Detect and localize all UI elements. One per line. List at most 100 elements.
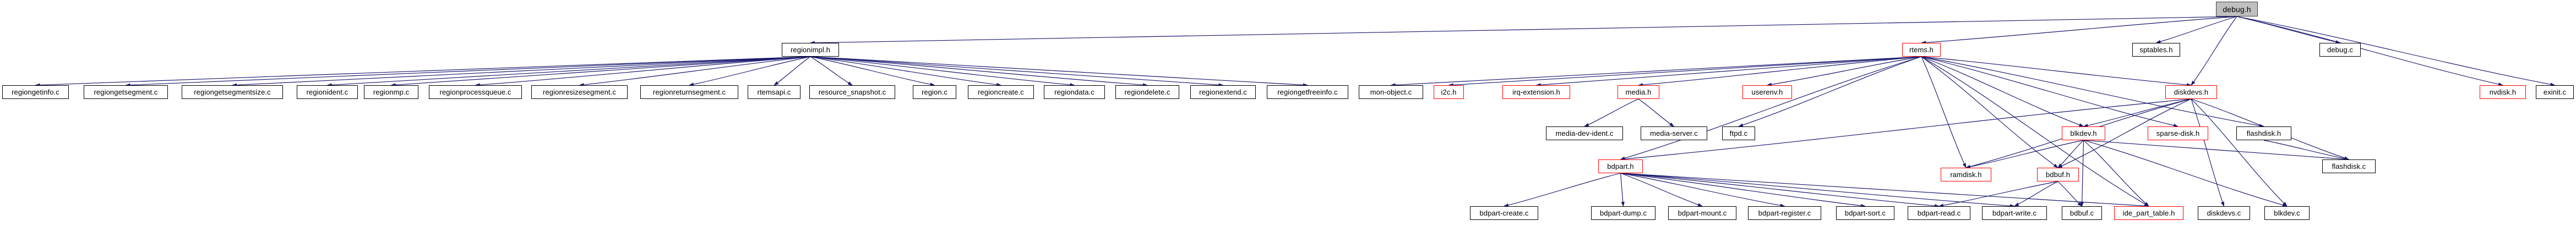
graph-edge (390, 56, 811, 87)
graph-edge (2191, 98, 2225, 207)
graph-node-label: userenv.h (1751, 88, 1783, 96)
graph-node-bdpart-h[interactable]: bdpart.h (1598, 159, 1643, 173)
graph-node-blkdev-c[interactable]: blkdev.c (2264, 206, 2310, 220)
graph-node-regiongetinfo-c[interactable]: regiongetinfo.c (2, 85, 69, 99)
graph-node-regionmp-c[interactable]: regionmp.c (364, 85, 418, 99)
graph-node-diskdevs-h[interactable]: diskdevs.h (2165, 85, 2217, 99)
graph-node-flashdisk-c[interactable]: flashdisk.c (2322, 159, 2376, 173)
graph-node-nvdisk-h[interactable]: nvdisk.h (2480, 85, 2526, 99)
graph-node-label: debug.c (2327, 46, 2353, 54)
graph-node-label: regiongetfreeinfo.c (1277, 88, 1338, 96)
graph-node-label: regiongetsegment.c (94, 88, 158, 96)
graph-edge (579, 56, 811, 87)
graph-edge (1921, 16, 2237, 45)
graph-node-label: flashdisk.c (2332, 162, 2366, 170)
graph-node-media-server-c[interactable]: media-server.c (1641, 126, 1707, 140)
graph-node-regiondata-c[interactable]: regiondata.c (1044, 85, 1105, 99)
graph-node-blkdev-h[interactable]: blkdev.h (2062, 126, 2105, 140)
graph-node-userenv-h[interactable]: userenv.h (1742, 85, 1792, 99)
graph-node-label: ramdisk.h (1950, 170, 1982, 179)
graph-node-regionident-c[interactable]: regionident.c (297, 85, 358, 99)
graph-node-regiongetfreeinfo-c[interactable]: regiongetfreeinfo.c (1267, 85, 1348, 99)
graph-edge (1584, 98, 1639, 127)
graph-node-bdpart-register-c[interactable]: bdpart-register.c (1748, 206, 1821, 220)
graph-node-label: debug.h (2223, 4, 2251, 14)
graph-node-label: media-dev-ident.c (1555, 129, 1614, 137)
graph-edge (2083, 98, 2192, 128)
graph-node-label: regionprocessqueue.c (439, 88, 511, 96)
graph-node-rtems-h[interactable]: rtems.h (1902, 43, 1941, 57)
graph-node-regiondelete-c[interactable]: regiondelete.c (1115, 85, 1179, 99)
graph-edge (1448, 56, 1922, 87)
graph-edge (2080, 140, 2084, 207)
graph-edge (1504, 173, 1621, 207)
graph-node-bdpart-write-c[interactable]: bdpart-write.c (1982, 206, 2047, 220)
graph-node-regiongetsegment-c[interactable]: regiongetsegment.c (84, 85, 168, 99)
graph-node-label: bdbuf.h (2045, 170, 2071, 179)
graph-edge (475, 56, 811, 87)
graph-node-bdbuf-c[interactable]: bdbuf.c (2062, 206, 2102, 220)
graph-node-media-dev-ident-c[interactable]: media-dev-ident.c (1546, 126, 1623, 140)
graph-node-resource-snapshot-c[interactable]: resource_snapshot.c (809, 85, 895, 99)
graph-edge (1921, 56, 1967, 168)
graph-node-ramdisk-h[interactable]: ramdisk.h (1941, 168, 1991, 181)
graph-node-region-c[interactable]: region.c (913, 85, 956, 99)
graph-node-label: bdpart-mount.c (1678, 209, 1727, 217)
graph-edge (2083, 140, 2288, 207)
graph-node-regionimpl-h[interactable]: regionimpl.h (782, 43, 839, 57)
graph-node-label: regionimpl.h (790, 46, 830, 54)
graph-node-ide-part-table-h[interactable]: ide_part_table.h (2114, 206, 2183, 220)
graph-node-label: exinit.c (2543, 88, 2567, 96)
graph-node-debug-c[interactable]: debug.c (2319, 43, 2361, 57)
graph-node-ftpd-c[interactable]: ftpd.c (1722, 126, 1755, 140)
graph-node-label: regiongetinfo.c (12, 88, 59, 96)
graph-edge (2191, 98, 2288, 207)
graph-edge (810, 56, 1001, 87)
graph-edge (810, 56, 1148, 87)
graph-node-bdpart-mount-c[interactable]: bdpart-mount.c (1668, 206, 1736, 220)
graph-edge (1767, 56, 1922, 86)
graph-node-label: rtemsapi.c (757, 88, 791, 96)
graph-node-regionextend-c[interactable]: regionextend.c (1190, 85, 1256, 99)
graph-node-label: flashdisk.h (2246, 129, 2281, 137)
graph-node-sparse-disk-h[interactable]: sparse-disk.h (2148, 126, 2208, 140)
graph-edge (1535, 56, 1922, 87)
graph-edge (2083, 140, 2149, 207)
graph-edge (1620, 173, 1703, 207)
graph-node-bdpart-sort-c[interactable]: bdpart-sort.c (1836, 206, 1894, 220)
graph-node-label: regionmp.c (373, 88, 410, 96)
graph-node-sptables-h[interactable]: sptables.h (2132, 43, 2180, 57)
graph-node-regiongetsegmentsize-c[interactable]: regiongetsegmentsize.c (182, 85, 283, 99)
graph-node-bdbuf-h[interactable]: bdbuf.h (2037, 168, 2079, 181)
graph-node-label: ftpd.c (1729, 129, 1748, 137)
graph-node-label: regionresizesegment.c (543, 88, 616, 96)
graph-node-media-h[interactable]: media.h (1618, 85, 1659, 99)
graph-node-label: regionident.c (306, 88, 348, 96)
graph-node-bdpart-read-c[interactable]: bdpart-read.c (1908, 206, 1970, 220)
graph-node-exinit-c[interactable]: exinit.c (2536, 85, 2574, 99)
graph-node-mon-object-c[interactable]: mon-object.c (1359, 85, 1423, 99)
graph-node-i2c-h[interactable]: i2c.h (1434, 85, 1464, 99)
graph-edge (2155, 16, 2237, 43)
graph-edge (326, 56, 811, 87)
graph-node-regionreturnsegment-c[interactable]: regionreturnsegment.c (640, 85, 738, 99)
graph-node-diskdevs-c[interactable]: diskdevs.c (2198, 206, 2250, 220)
graph-node-irq-extension-h[interactable]: irq-extension.h (1502, 85, 1570, 99)
graph-node-label: sptables.h (2139, 46, 2173, 54)
graph-edge (1620, 173, 1785, 207)
graph-node-label: diskdevs.h (2174, 88, 2209, 96)
graph-node-flashdisk-h[interactable]: flashdisk.h (2236, 126, 2291, 140)
graph-node-regioncreate-c[interactable]: regioncreate.c (968, 85, 1034, 99)
graph-node-label: sparse-disk.h (2156, 129, 2200, 137)
graph-edge (2057, 181, 2083, 207)
graph-edge (810, 56, 1224, 87)
graph-edge (2191, 16, 2237, 86)
graph-node-bdpart-create-c[interactable]: bdpart-create.c (1470, 206, 1538, 220)
graph-edge (810, 56, 935, 86)
graph-node-bdpart-dump-c[interactable]: bdpart-dump.c (1591, 206, 1655, 220)
graph-node-rtemsapi-c[interactable]: rtemsapi.c (748, 85, 800, 99)
graph-node-regionresizesegment-c[interactable]: regionresizesegment.c (531, 85, 628, 99)
graph-node-regionprocessqueue-c[interactable]: regionprocessqueue.c (429, 85, 522, 99)
graph-node-debug-h[interactable]: debug.h (2216, 2, 2258, 16)
